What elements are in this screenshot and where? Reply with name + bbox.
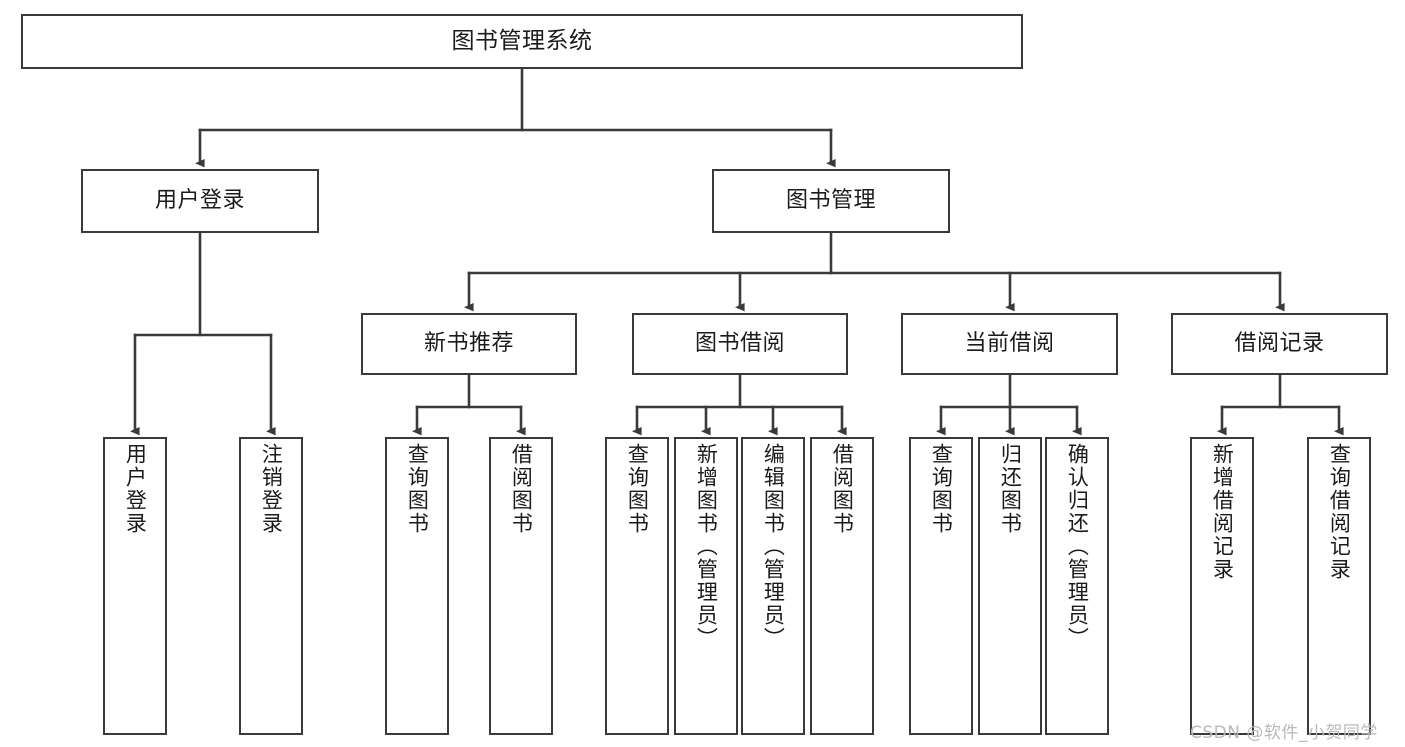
node-book-borrow[interactable]: 图书借阅 <box>632 313 848 375</box>
node-label: 查询图书 <box>929 443 954 535</box>
node-label: 归还图书 <box>998 443 1023 535</box>
node-leaf-query-book-3[interactable]: 查询图书 <box>909 437 973 735</box>
node-label: 图书管理 <box>785 187 876 213</box>
node-label: 注销登录 <box>259 443 284 535</box>
node-book-manage[interactable]: 图书管理 <box>712 169 950 233</box>
node-user-login[interactable]: 用户登录 <box>81 169 319 233</box>
node-leaf-query-book-2[interactable]: 查询图书 <box>605 437 669 735</box>
node-label: 用户登录 <box>154 187 245 213</box>
node-label: 新增借阅记录 <box>1210 443 1235 581</box>
node-label: 借阅图书 <box>509 443 534 535</box>
node-label: 借阅图书 <box>830 443 855 535</box>
node-label: 确认归还（管理员） <box>1065 443 1090 650</box>
node-label: 查询图书 <box>405 443 430 535</box>
node-leaf-user-login[interactable]: 用户登录 <box>103 437 167 735</box>
node-label: 新书推荐 <box>423 330 514 356</box>
node-current-borrow[interactable]: 当前借阅 <box>901 313 1118 375</box>
node-root-system[interactable]: 图书管理系统 <box>21 14 1023 69</box>
node-label: 图书管理系统 <box>451 28 593 55</box>
node-label: 查询借阅记录 <box>1327 443 1352 581</box>
node-new-book-recommend[interactable]: 新书推荐 <box>361 313 577 375</box>
node-label: 当前借阅 <box>964 330 1055 356</box>
node-label: 用户登录 <box>123 443 148 535</box>
csdn-watermark: CSDN @软件_小贺同学 <box>1190 723 1378 743</box>
node-leaf-confirm-return[interactable]: 确认归还（管理员） <box>1045 437 1109 735</box>
node-label: 查询图书 <box>625 443 650 535</box>
node-leaf-add-book[interactable]: 新增图书（管理员） <box>674 437 738 735</box>
node-leaf-borrow-book-2[interactable]: 借阅图书 <box>810 437 874 735</box>
node-label: 新增图书（管理员） <box>694 443 719 650</box>
node-leaf-query-book-1[interactable]: 查询图书 <box>385 437 449 735</box>
node-label: 编辑图书（管理员） <box>761 443 786 650</box>
node-leaf-return-book[interactable]: 归还图书 <box>978 437 1042 735</box>
node-label: 借阅记录 <box>1234 330 1325 356</box>
node-leaf-edit-book[interactable]: 编辑图书（管理员） <box>741 437 805 735</box>
node-leaf-query-record[interactable]: 查询借阅记录 <box>1307 437 1371 735</box>
node-leaf-logout-login[interactable]: 注销登录 <box>239 437 303 735</box>
node-leaf-borrow-book-1[interactable]: 借阅图书 <box>489 437 553 735</box>
node-leaf-add-record[interactable]: 新增借阅记录 <box>1190 437 1254 735</box>
node-label: 图书借阅 <box>694 330 785 356</box>
node-borrow-record[interactable]: 借阅记录 <box>1171 313 1388 375</box>
